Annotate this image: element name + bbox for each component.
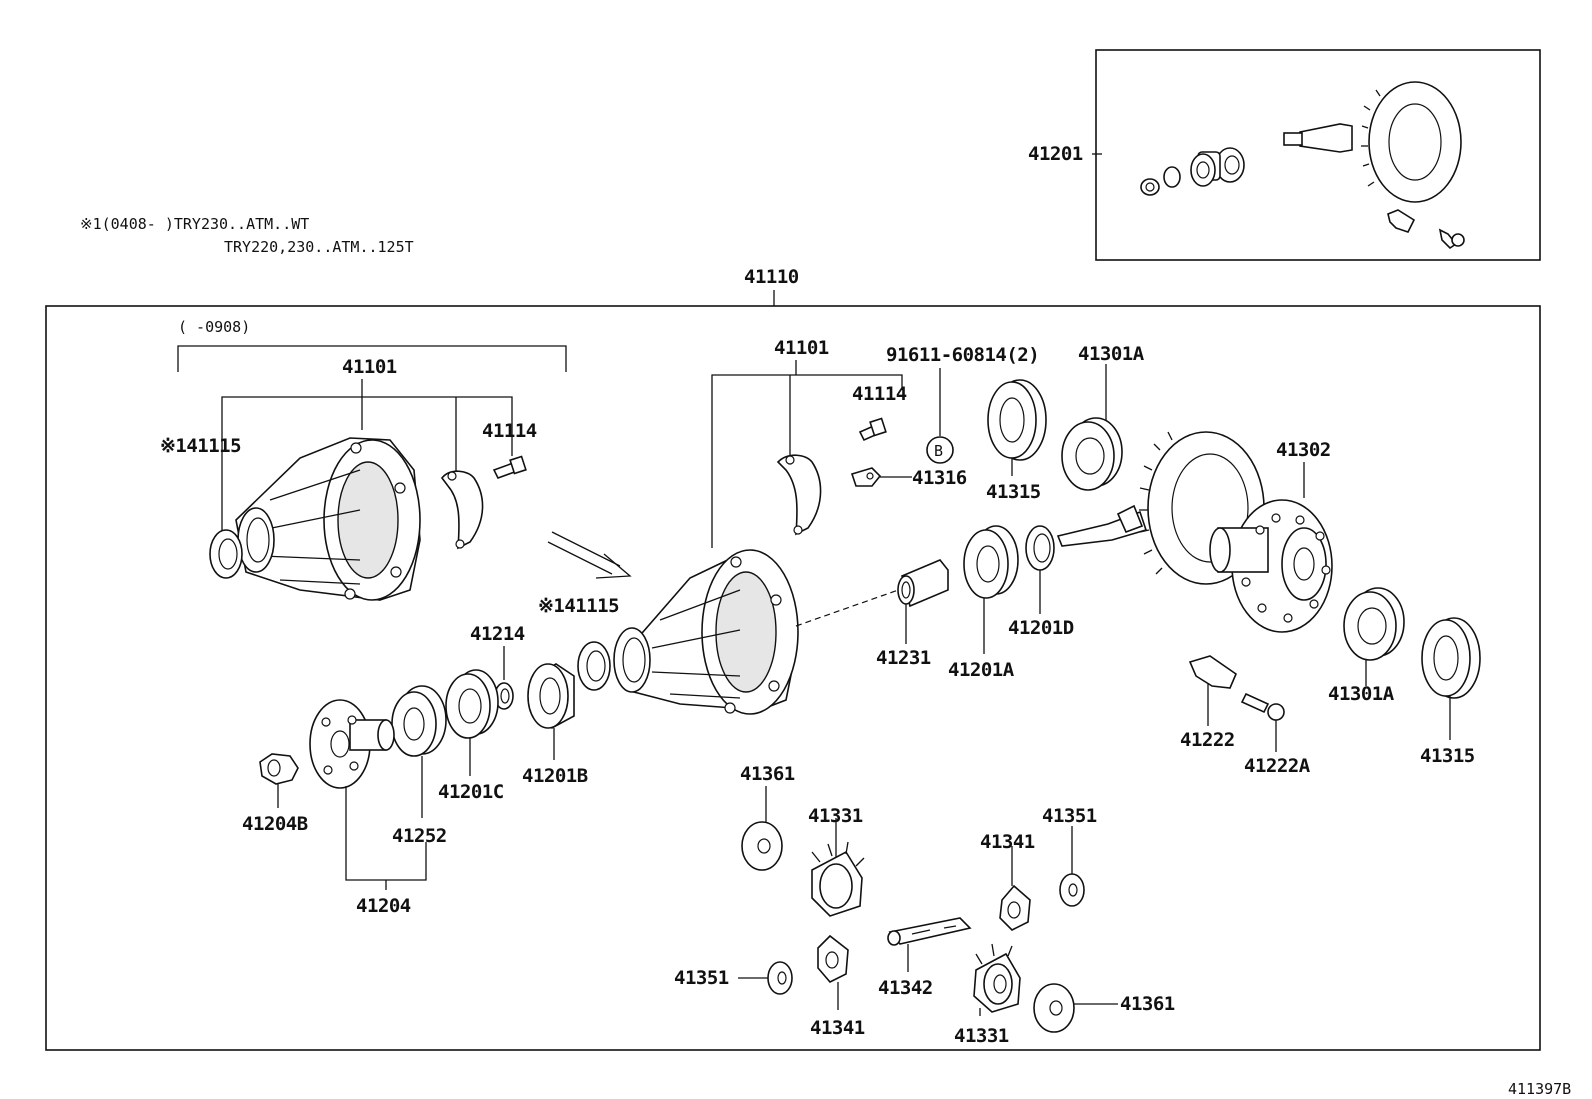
bearing-cap-right-illustration <box>776 454 822 536</box>
bearing-cap-left-illustration <box>440 470 484 550</box>
inset-ring-pinion-illustration <box>1140 81 1465 250</box>
oil-seal-41252-illustration <box>391 685 447 757</box>
oil-seal-41115-left-illustration <box>209 529 243 579</box>
part-label-41342[interactable]: 41342 <box>878 977 933 999</box>
part-label-41222A[interactable]: 41222A <box>1244 755 1311 777</box>
bolt-41114-left-illustration <box>492 455 527 479</box>
part-label-41101-left[interactable]: 41101 <box>342 356 397 378</box>
drive-pinion-illustration <box>1056 504 1148 547</box>
part-label-41331-bottom[interactable]: 41331 <box>954 1025 1009 1047</box>
thrust-washer-41351-top-illustration <box>1059 873 1085 907</box>
part-label-41331-top[interactable]: 41331 <box>808 805 863 827</box>
lock-plate-41222-illustration <box>1188 655 1237 689</box>
part-label-41204B[interactable]: 41204B <box>242 813 308 835</box>
part-label-41214[interactable]: 41214 <box>470 623 525 645</box>
adjusting-nut-41315-top-illustration <box>987 379 1047 461</box>
date-range-note: ( -0908) <box>178 318 250 336</box>
part-label-41201C[interactable]: 41201C <box>438 781 504 803</box>
part-label-41114-right[interactable]: 41114 <box>852 383 907 405</box>
part-label-41361-top[interactable]: 41361 <box>740 763 795 785</box>
part-label-41115-mid[interactable]: ※141115 <box>538 595 620 617</box>
applicability-note-line1: ※1(0408- )TRY230..ATM..WT <box>80 215 309 233</box>
part-label-91611-60814[interactable]: 91611-60814(2) <box>886 344 1040 366</box>
plug-41316-illustration <box>850 467 882 487</box>
assembly-direction-arrow <box>547 531 632 579</box>
part-label-41361-bottom[interactable]: 41361 <box>1120 993 1175 1015</box>
part-label-41301A-bottom[interactable]: 41301A <box>1328 683 1395 705</box>
thrust-washer-41361-bottom-illustration <box>1033 983 1075 1033</box>
part-label-41315-top[interactable]: 41315 <box>986 481 1041 503</box>
inset-frame-41201 <box>1095 49 1541 261</box>
bearing-41201C-illustration <box>445 669 499 739</box>
part-label-41114-left[interactable]: 41114 <box>482 420 537 442</box>
part-label-41222[interactable]: 41222 <box>1180 729 1235 751</box>
bearing-41301A-top-illustration <box>1061 417 1123 491</box>
part-label-41316[interactable]: 41316 <box>912 467 967 489</box>
bearing-41201B-illustration <box>527 663 575 729</box>
part-label-41315-bottom[interactable]: 41315 <box>1420 745 1475 767</box>
spacer-41231-illustration <box>897 559 949 608</box>
part-label-41101-right[interactable]: 41101 <box>774 337 829 359</box>
nut-41204B-illustration <box>259 753 299 785</box>
bearing-41201A-illustration <box>963 525 1019 599</box>
pinion-gear-41341-bottom-illustration <box>817 934 849 983</box>
bolt-41114-right-illustration <box>858 417 887 442</box>
oil-seal-41115-mid-illustration <box>577 641 611 691</box>
bracket-41101-right <box>711 374 903 548</box>
part-label-41115-left[interactable]: ※141115 <box>160 435 242 457</box>
applicability-note-line2: TRY220,230..ATM..125T <box>224 238 414 256</box>
carrier-housing-center-illustration <box>613 549 799 715</box>
part-label-41110[interactable]: 41110 <box>744 266 799 288</box>
differential-case-41302-illustration <box>1209 499 1333 633</box>
part-label-41302[interactable]: 41302 <box>1276 439 1331 461</box>
bearing-41301A-bottom-illustration <box>1343 587 1405 661</box>
part-label-41201D[interactable]: 41201D <box>1008 617 1074 639</box>
part-label-41341-top[interactable]: 41341 <box>980 831 1035 853</box>
part-label-41341-bottom[interactable]: 41341 <box>810 1017 865 1039</box>
assembly-centerline <box>795 587 905 627</box>
part-label-41201[interactable]: 41201 <box>1028 143 1083 165</box>
part-label-41252[interactable]: 41252 <box>392 825 447 847</box>
pinion-gear-41341-top-illustration <box>999 884 1031 931</box>
part-label-41351-bottom[interactable]: 41351 <box>674 967 729 989</box>
pinion-shaft-41342-illustration <box>887 917 972 946</box>
bolt-41222A-illustration <box>1240 692 1285 721</box>
shim-41201D-illustration <box>1025 525 1055 571</box>
side-gear-41331-bottom-illustration <box>973 943 1021 1013</box>
figure-code: 411397B <box>1508 1080 1571 1098</box>
side-gear-41331-top-illustration <box>811 841 865 917</box>
callout-b-circle[interactable] <box>926 436 954 464</box>
thrust-washer-41351-bottom-illustration <box>767 961 793 995</box>
part-label-41301A-top[interactable]: 41301A <box>1078 343 1145 365</box>
callout-b-letter: B <box>934 442 943 460</box>
carrier-housing-left-illustration <box>235 437 421 601</box>
adjusting-nut-41315-bottom-illustration <box>1421 617 1481 699</box>
bracket-range-0908 <box>177 345 567 372</box>
thrust-washer-41361-top-illustration <box>741 821 783 871</box>
part-label-41201A[interactable]: 41201A <box>948 659 1015 681</box>
main-assembly-frame <box>45 305 1541 1051</box>
part-label-41351-top[interactable]: 41351 <box>1042 805 1097 827</box>
part-label-41204[interactable]: 41204 <box>356 895 411 917</box>
part-label-41231[interactable]: 41231 <box>876 647 931 669</box>
part-label-41201B[interactable]: 41201B <box>522 765 588 787</box>
bracket-41101-left <box>221 396 513 532</box>
companion-flange-illustration <box>309 699 395 789</box>
